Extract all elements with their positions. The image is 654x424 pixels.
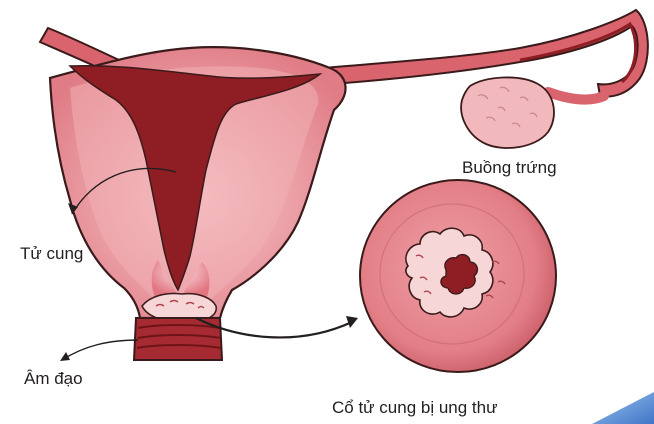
cervix-cancer-label: Cổ tử cung bị ung thư — [332, 398, 497, 418]
ovary-label: Buồng trứng — [462, 158, 557, 178]
uterus-label: Tử cung — [20, 244, 83, 264]
zoom-arrowhead — [346, 316, 358, 328]
ovary-ligament — [548, 92, 604, 99]
corner-accent-shape — [592, 392, 654, 424]
vagina-label: Âm đạo — [24, 369, 83, 389]
ovary — [461, 77, 554, 148]
vagina-pointer-arrow — [62, 340, 138, 360]
